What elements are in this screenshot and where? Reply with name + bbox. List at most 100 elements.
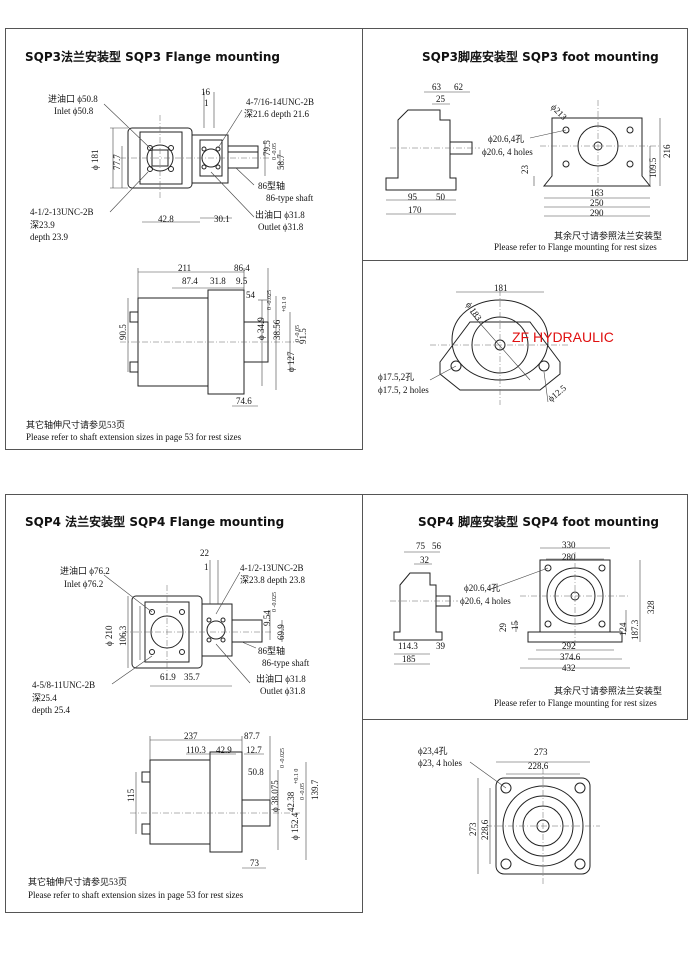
sqp4-side-view — [130, 736, 307, 869]
sqp3-thread-bottom: 4-1/2-13UNC-2B — [30, 207, 94, 217]
sqp3-foot-dim-95: 95 — [408, 192, 417, 202]
sqp4-tol-d: 0 -0.05 — [300, 783, 306, 800]
sqp3-flangeview-dim-181: 181 — [494, 283, 508, 293]
sqp3-foot-title: SQP3脚座安装型 SQP3 foot mounting — [422, 50, 659, 64]
sqp3-side-dim-211: 211 — [178, 263, 192, 273]
sqp3-foot-note-en: Please refer to Flange mounting for rest… — [494, 242, 657, 252]
sqp4-shaft-en: 86-type shaft — [262, 658, 310, 668]
sqp4-tol-c: +0.1 0 — [294, 768, 300, 784]
sqp3-flange-view — [429, 290, 570, 405]
sqp4-foot-side-view — [390, 551, 458, 665]
sqp4-foot-dim-56: 56 — [432, 541, 441, 551]
sqp3-inlet-cn: 进油口 ϕ50.8 — [48, 94, 98, 104]
sqp4-depth-bottom-cn: 深25.4 — [32, 693, 57, 703]
sqp4-foot-dim-292: 292 — [562, 641, 576, 651]
sqp3-dim-181: ϕ 181 — [90, 149, 100, 171]
watermark: ZF HYDRAULIC — [512, 329, 614, 345]
sqp3-foot-dim-62: 62 — [454, 82, 463, 92]
sqp3-side-dim-864: 86.4 — [234, 263, 250, 273]
sqp4-tol-b: 0 -0.025 — [280, 748, 286, 768]
sqp4-flange-title: SQP4 法兰安装型 SQP4 Flange mounting — [25, 515, 285, 529]
sqp4-foot-dim-328: 328 — [646, 600, 656, 615]
sqp4-side-dim-127: 12.7 — [246, 745, 262, 755]
sqp4-thread-bottom: 4-5/8-11UNC-2B — [32, 680, 96, 690]
sqp4-flangeview-dim-273: 273 — [534, 747, 548, 757]
sqp3-foot-holes-en: ϕ20.6, 4 holes — [482, 147, 533, 157]
sqp3-foot-dim-1095: 109.5 — [648, 157, 658, 178]
sqp4-dim-699: 69.9 — [276, 624, 286, 640]
sqp4-foot-dim-432: 432 — [562, 663, 576, 673]
sqp4-foot-note-cn: 其余尺寸请参照法兰安装型 — [554, 686, 663, 696]
sqp4-flangeview-dim-273-vertical: 273 — [468, 822, 478, 837]
sqp3-flange-note-en: Please refer to shaft extension sizes in… — [26, 432, 242, 442]
sqp4-foot-dim-3746: 374.6 — [560, 652, 581, 662]
sqp3-foot-dim-163: 163 — [590, 188, 604, 198]
sqp3-side-dim-746: 74.6 — [236, 396, 252, 406]
sqp4-foot-dim-29: 29 — [498, 623, 508, 632]
sqp3-foot-side-view — [385, 91, 480, 215]
sqp4-inlet-cn: 进油口 ϕ76.2 — [60, 566, 110, 576]
sqp4-foot-panel — [362, 494, 688, 720]
sqp3-foot-dim-63: 63 — [432, 82, 441, 92]
sqp4-flangeview-dim-2286: 228.6 — [528, 761, 549, 771]
sqp4-foot-dim-330: 330 — [562, 540, 576, 550]
sqp3-inlet-en: Inlet ϕ50.8 — [54, 106, 94, 116]
sqp4-foot-dim-32: 32 — [420, 555, 429, 565]
sqp4-dim-22: 22 — [200, 548, 209, 558]
sqp3-depth-top: 深21.6 depth 21.6 — [244, 109, 309, 119]
sqp3-foot-dim-216: 216 — [662, 144, 672, 159]
sqp4-inlet-en: Inlet ϕ76.2 — [64, 579, 104, 589]
sqp4-thread-top: 4-1/2-13UNC-2B — [240, 563, 304, 573]
sqp4-side-dim-4238: 42.38 — [286, 791, 296, 812]
sqp4-foot-dim-280: 280 — [562, 552, 576, 562]
sqp3-side-dim-349: ϕ 34.9 — [256, 317, 266, 340]
sqp4-side-dim-1524: ϕ 152.4 — [290, 812, 300, 840]
sqp3-flangeview-holes-cn: ϕ17.5,2孔 — [378, 372, 415, 382]
sqp4-dim-210: ϕ 210 — [104, 625, 114, 647]
sqp4-tol-a: 0 -0.025 — [272, 592, 278, 612]
sqp3-side-dim-874: 87.4 — [182, 276, 198, 286]
sqp4-foot-front-view — [487, 547, 641, 669]
sqp4-side-dim-73: 73 — [250, 858, 259, 868]
sqp4-side-dim-237: 237 — [184, 731, 198, 741]
sqp4-depth-bottom-en: depth 25.4 — [32, 705, 70, 715]
sqp3-foot-note-cn: 其余尺寸请参照法兰安装型 — [554, 231, 663, 241]
sqp4-dim-1063: 106.3 — [118, 625, 128, 646]
sqp4-outlet-en: Outlet ϕ31.8 — [260, 686, 306, 696]
sqp3-foot-holes-cn: ϕ20.6,4孔 — [488, 134, 525, 144]
sqp3-tol-b: 0 -0.025 — [267, 290, 273, 310]
sqp3-shaft-cn: 86型轴 — [258, 181, 286, 191]
sqp4-foot-dim-15: 15 — [510, 621, 520, 630]
sqp4-foot-dim-124: 124 — [618, 622, 628, 637]
sqp4-side-dim-115: 115 — [126, 788, 136, 802]
sqp4-side-dim-1103: 110.3 — [186, 745, 206, 755]
sqp4-flangeview-dim-2286-vertical: 228.6 — [480, 819, 490, 840]
sqp4-flangeview-holes-en: ϕ23, 4 holes — [418, 758, 462, 768]
sqp3-dim-428: 42.8 — [158, 214, 174, 224]
sqp3-dim-777: 77.7 — [112, 154, 122, 170]
sqp4-side-dim-429: 42.9 — [216, 745, 232, 755]
sqp3-depth-bottom-en: depth 23.9 — [30, 232, 68, 242]
sqp3-dim-301: 30.1 — [214, 214, 230, 224]
sqp4-flange-view — [469, 761, 600, 884]
sqp3-foot-dim-25: 25 — [436, 94, 445, 104]
sqp4-flange-note-cn: 其它轴伸尺寸请参见53页 — [28, 877, 128, 887]
sqp3-side-dim-54: 54 — [246, 290, 255, 300]
sqp3-foot-dim-23: 23 — [520, 165, 530, 174]
sqp3-tol-c: +0.1 0 — [282, 296, 288, 312]
sqp3-side-dim-127: ϕ 127 — [286, 351, 296, 373]
sqp3-foot-front-view — [529, 100, 661, 217]
sqp3-thread-top: 4-7/16-14UNC-2B — [246, 97, 314, 107]
sqp4-side-dim-38075: ϕ 38.075 — [270, 780, 280, 812]
sqp4-depth-top: 深23.8 depth 23.8 — [240, 575, 305, 585]
sqp4-flange-note-en: Please refer to shaft extension sizes in… — [28, 890, 244, 900]
sqp4-side-dim-1397: 139.7 — [310, 779, 320, 800]
sqp3-side-dim-915: 91.5 — [298, 328, 308, 344]
sqp3-flange-title: SQP3法兰安装型 SQP3 Flange mounting — [25, 50, 281, 64]
sqp4-foot-dim-1143: 114.3 — [398, 641, 418, 651]
sqp3-flange-note-cn: 其它轴伸尺寸请参见53页 — [26, 420, 126, 430]
sqp3-dim-16: 16 — [201, 87, 210, 97]
sqp3-outlet-en: Outlet ϕ31.8 — [258, 222, 304, 232]
sqp4-flangeview-holes-cn: ϕ23,4孔 — [418, 746, 448, 756]
